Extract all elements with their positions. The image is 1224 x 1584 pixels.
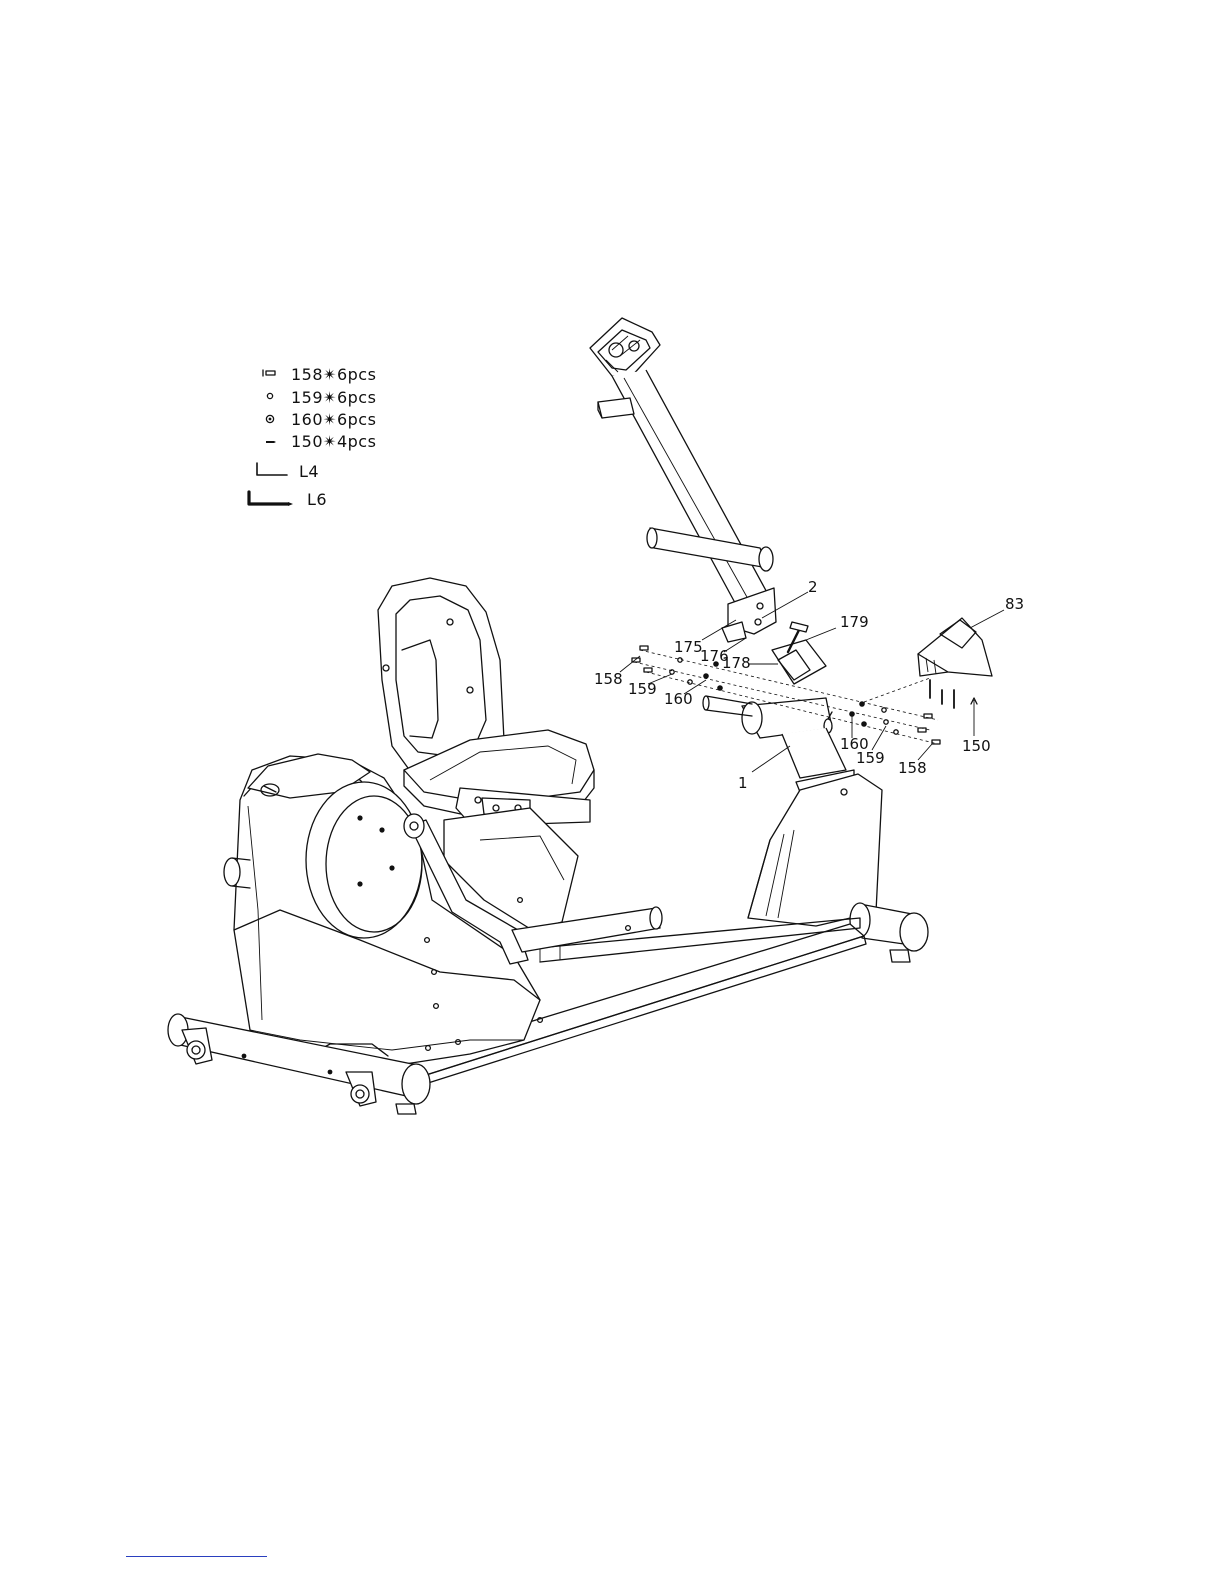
callout-1: 1 <box>738 774 748 792</box>
hardware-item-150: 150✴4pcs <box>291 432 376 451</box>
washer-icon <box>267 393 272 398</box>
footer-rule <box>126 1556 267 1557</box>
callout-175: 175 <box>674 638 703 656</box>
callout-160-left: 160 <box>664 690 693 708</box>
callout-179: 179 <box>840 613 869 631</box>
callout-158-left: 158 <box>594 670 623 688</box>
callout-159-left: 159 <box>628 680 657 698</box>
tool-l4: L4 <box>299 462 319 481</box>
callout-150: 150 <box>962 737 991 755</box>
front-stabiliser <box>850 903 928 962</box>
allen-key-icon <box>249 492 293 506</box>
front-cover-83 <box>918 618 992 676</box>
allen-key-icon <box>257 463 287 475</box>
tool-l6: L6 <box>307 490 327 509</box>
bolt-icon <box>263 370 275 376</box>
callout-159-right: 159 <box>856 749 885 767</box>
callout-178: 178 <box>722 654 751 672</box>
console-mast-tube <box>590 318 776 642</box>
hardware-item-159: 159✴6pcs <box>291 388 376 407</box>
hardware-item-158: 158✴6pcs <box>291 365 376 384</box>
hardware-legend: 158✴6pcs 159✴6pcs 160✴6pcs 150✴4pcs L4 L… <box>249 365 376 509</box>
spring-washer-icon <box>266 415 273 422</box>
callout-2: 2 <box>808 578 818 596</box>
callout-83: 83 <box>1005 595 1024 613</box>
hardware-item-160: 160✴6pcs <box>291 410 376 429</box>
callout-158-right: 158 <box>898 759 927 777</box>
screw-icon <box>266 441 276 443</box>
